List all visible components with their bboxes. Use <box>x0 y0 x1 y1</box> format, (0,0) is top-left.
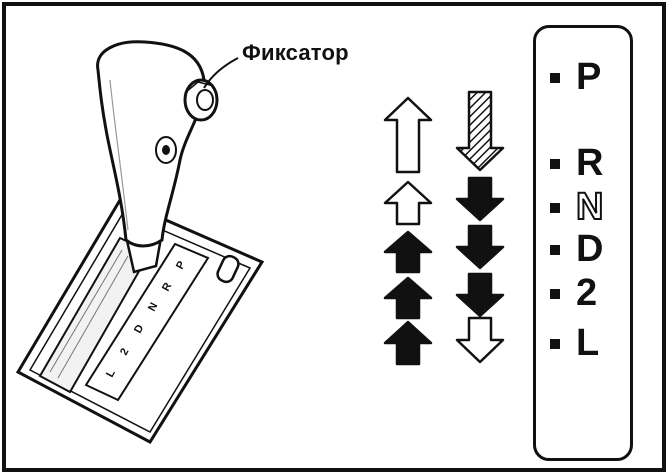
gear-letter: P <box>576 56 602 98</box>
gear-position-r: R <box>536 143 636 183</box>
gear-letter: N <box>575 186 604 228</box>
gear-indicator-dot <box>550 203 560 213</box>
arrow-down-column <box>455 90 505 364</box>
gear-indicator-dot <box>550 289 560 299</box>
up-arrow-icon <box>383 320 433 366</box>
gear-letter: L <box>576 322 600 364</box>
gear-position-2: 2 <box>536 273 636 313</box>
up-arrow-icon <box>383 96 433 174</box>
gate-label: L <box>104 368 118 380</box>
shift-lever <box>96 40 206 274</box>
down-arrow-icon <box>455 272 505 318</box>
gear-indicator-dot <box>550 245 560 255</box>
gear-position-d: D <box>536 229 636 269</box>
down-arrow-icon <box>455 316 505 364</box>
gear-indicator-dot <box>550 73 560 83</box>
gear-letter: D <box>576 228 604 270</box>
gear-position-n: N <box>536 186 636 228</box>
up-arrow-icon <box>383 230 433 274</box>
gate-base <box>15 198 265 444</box>
arrow-up-column <box>383 96 433 366</box>
gear-letter: R <box>576 142 604 184</box>
up-arrow-icon <box>383 276 433 320</box>
gear-position-l: L <box>536 323 636 363</box>
down-arrow-icon <box>455 224 505 270</box>
outer-frame <box>2 2 666 472</box>
down-arrow-icon <box>455 176 505 222</box>
gate-label: 2 <box>118 346 131 357</box>
lock-button-label: Фиксатор <box>242 40 349 65</box>
down-arrow-icon <box>455 90 505 172</box>
callout-leader <box>203 57 239 89</box>
lock-button-icon <box>183 78 219 122</box>
gear-indicator-dot <box>550 339 560 349</box>
gear-position-p: P <box>536 57 636 97</box>
up-arrow-icon <box>383 180 433 226</box>
gear-letter: 2 <box>576 272 598 314</box>
gear-indicator-dot <box>550 159 560 169</box>
